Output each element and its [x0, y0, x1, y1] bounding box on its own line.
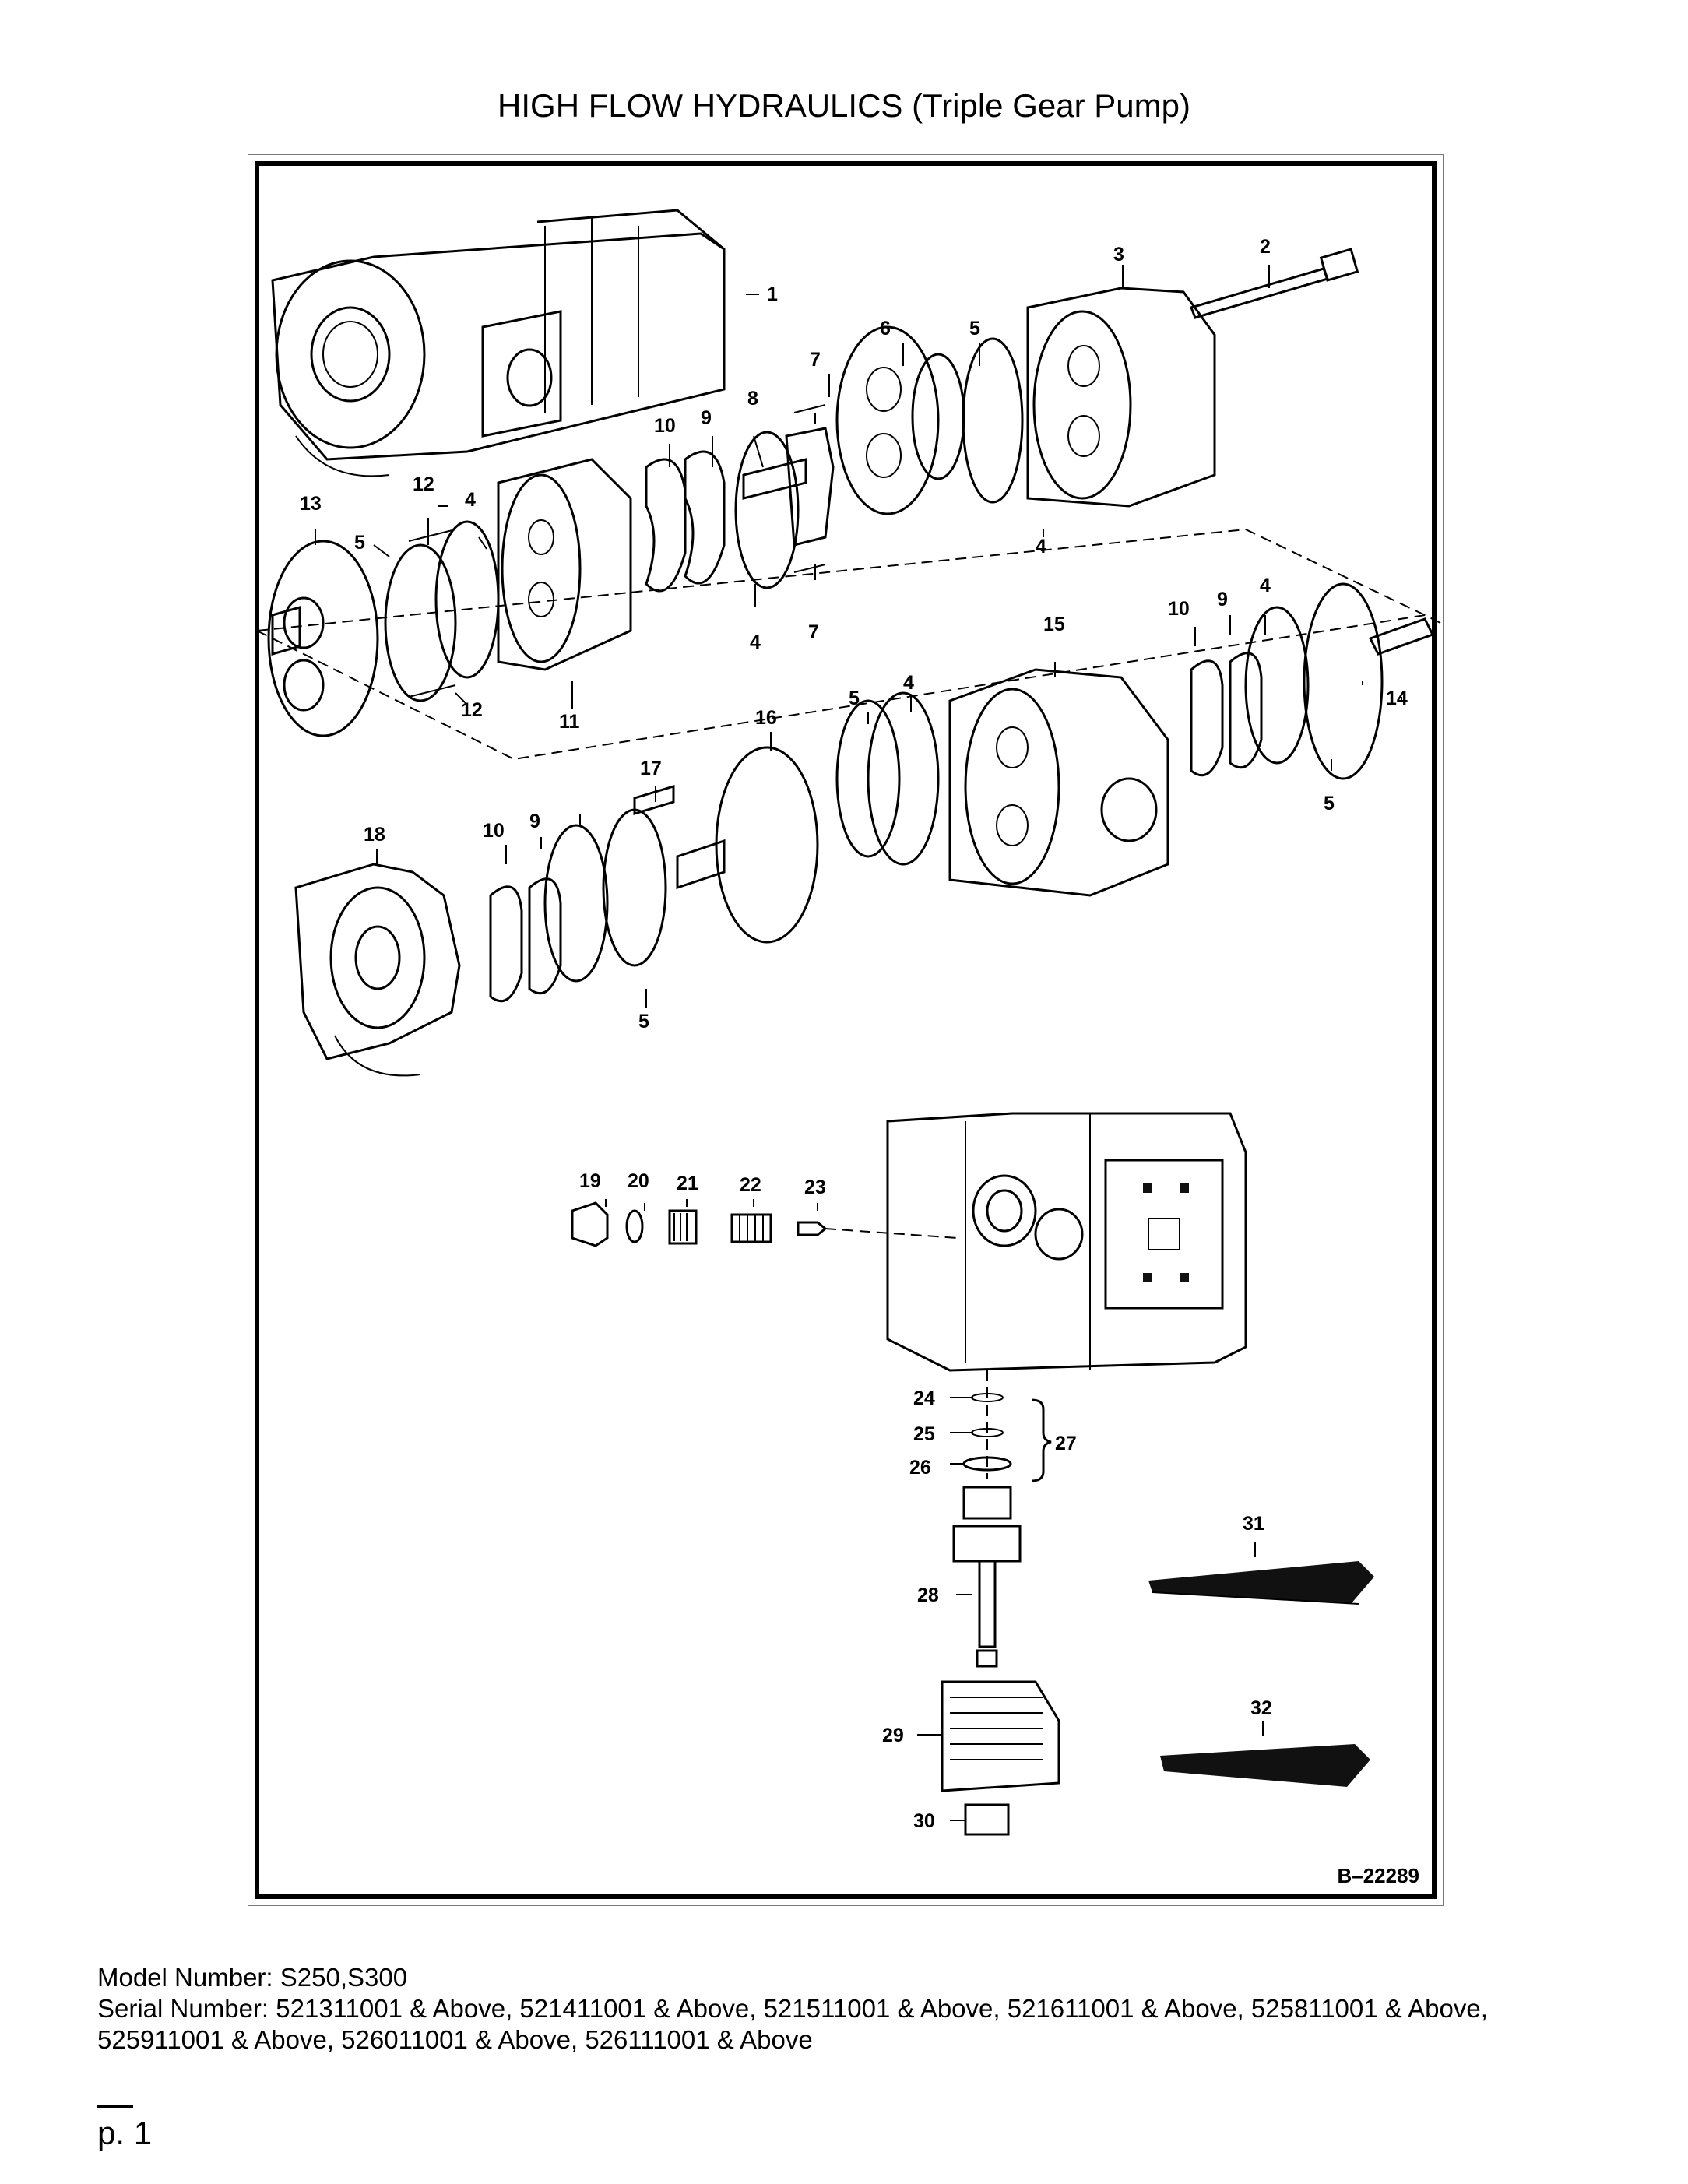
callout-19: 19 — [579, 1170, 601, 1192]
callout-10c: 10 — [483, 820, 505, 842]
callout-31: 31 — [1243, 1513, 1264, 1535]
callout-5c: 5 — [849, 688, 860, 709]
callout-8: 8 — [747, 388, 758, 410]
small-parts-19-23 — [571, 1201, 958, 1247]
callout-28: 28 — [917, 1584, 939, 1606]
valve-stack-illustration — [941, 1370, 1060, 1836]
callout-17: 17 — [640, 758, 662, 779]
callout-20: 20 — [628, 1170, 649, 1192]
callout-7b: 7 — [808, 621, 819, 643]
decal-31 — [1148, 1561, 1374, 1605]
diagram-border — [255, 161, 1437, 1899]
callout-32: 32 — [1250, 1697, 1272, 1719]
callout-2: 2 — [1260, 236, 1271, 258]
callout-labels: 1 2 3 4 4 4 4 4 5 5 5 5 5 6 7 7 8 9 9 9 … — [300, 236, 1408, 1832]
front-mount-illustration — [294, 863, 461, 1077]
callout-13: 13 — [300, 493, 322, 515]
callout-4a: 4 — [1036, 536, 1046, 557]
callout-5a: 5 — [969, 318, 980, 339]
housing-illustration — [1026, 287, 1216, 508]
callout-18: 18 — [364, 824, 385, 846]
callout-12b: 12 — [461, 699, 483, 721]
callout-16: 16 — [755, 707, 777, 729]
drawing-number: B–22289 — [1337, 1864, 1419, 1887]
diagram-frame: B–22289 — [248, 154, 1444, 1906]
callout-12a: 12 — [413, 473, 434, 495]
callout-4d: 4 — [1260, 575, 1271, 596]
callout-9c: 9 — [529, 811, 540, 832]
page-title: HIGH FLOW HYDRAULICS (Triple Gear Pump) — [498, 87, 1190, 124]
bolt-illustration — [1190, 248, 1359, 319]
callout-10b: 10 — [1168, 598, 1190, 620]
decal-32 — [1160, 1744, 1370, 1787]
callout-3: 3 — [1113, 244, 1124, 266]
model-number: Model Number: S250,S300 — [97, 1963, 408, 1992]
callout-5d: 5 — [1324, 793, 1335, 814]
callout-9a: 9 — [701, 407, 712, 429]
callout-24: 24 — [913, 1387, 935, 1409]
callout-22: 22 — [740, 1174, 761, 1196]
leader-lines — [315, 265, 1402, 1821]
callout-4b: 4 — [465, 489, 476, 511]
page-rule — [97, 2105, 133, 2108]
callout-5b: 5 — [354, 532, 365, 554]
callout-27: 27 — [1055, 1433, 1077, 1454]
assembled-pump-illustration — [271, 209, 726, 477]
callout-4e: 4 — [903, 672, 914, 694]
seal-plate-row-3 — [489, 691, 940, 1003]
callout-21: 21 — [677, 1173, 698, 1194]
callout-15: 15 — [1043, 614, 1065, 635]
callout-14: 14 — [1386, 688, 1408, 709]
middle-section-illustration — [497, 458, 632, 671]
relief-valve-housing-illustration — [886, 1112, 1247, 1372]
callout-30: 30 — [913, 1810, 935, 1832]
callout-4c: 4 — [750, 631, 761, 653]
serial-number: Serial Number: 521311001 & Above, 521411… — [97, 1994, 1488, 2054]
callout-23: 23 — [804, 1176, 826, 1198]
callout-29: 29 — [882, 1725, 904, 1746]
callout-7a: 7 — [810, 349, 821, 371]
callout-10a: 10 — [654, 415, 676, 437]
callout-9b: 9 — [1217, 589, 1228, 610]
rear-housing-illustration — [948, 582, 1435, 897]
callout-26: 26 — [909, 1457, 931, 1479]
seal-plate-row-1 — [645, 325, 1024, 593]
dashed-group-boundary — [256, 528, 1441, 761]
page-number: p. 1 — [97, 2115, 153, 2151]
callout-5e: 5 — [638, 1011, 649, 1032]
callout-6: 6 — [880, 318, 891, 339]
gear-plate-left-illustration — [267, 520, 500, 737]
callout-11: 11 — [559, 711, 580, 733]
callout-25: 25 — [913, 1423, 935, 1445]
callout-1: 1 — [767, 283, 778, 305]
